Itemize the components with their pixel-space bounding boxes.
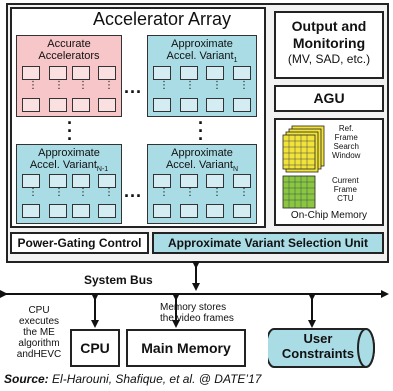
current-frame-line1: Current (332, 176, 359, 185)
source-prefix: Source: (4, 372, 49, 386)
accelerator-cell (206, 66, 224, 80)
accelerator-cell (206, 174, 224, 188)
accelerator-cell (72, 66, 90, 80)
cpu-note-line1: CPU (28, 305, 50, 316)
variantN1-subscript: N-1 (96, 166, 109, 174)
accelerator-cell (72, 98, 90, 112)
cpu-note-line5: andHEVC (16, 349, 62, 360)
ref-frame-line2: Frame (334, 133, 358, 142)
ref-frame-line3: Search (333, 142, 359, 151)
output-title-line2: Monitoring (292, 35, 366, 51)
accelerator-cell (206, 204, 224, 218)
cpu-note-line4: algorithm (18, 338, 60, 349)
approx-variant-n: Approximate Accel. VariantN ⋮ ⋮ ⋮ ⋮ (147, 144, 257, 224)
cpu-note: CPU executes the ME algorithm andHEVC (12, 305, 66, 360)
reference-frame-stack (282, 125, 325, 173)
accelerator-cell (233, 66, 251, 80)
memory-note-line2: the video frames (160, 313, 234, 324)
variantN-label-line1: Approximate (171, 147, 233, 159)
user-constraints-line1: User (303, 331, 333, 346)
accelerator-cell (98, 66, 116, 80)
approx-variant-n-minus-1: Approximate Accel. VariantN-1 ⋮ ⋮ ⋮ ⋮ (16, 144, 122, 224)
ref-frame-line4: Window (332, 151, 361, 160)
memory-note: Memory stores the video frames (160, 302, 260, 324)
accelerator-cell (22, 98, 40, 112)
accelerator-cell (233, 174, 251, 188)
power-gating-control: Power-Gating Control (10, 232, 149, 254)
cpu-note-line3: the ME (23, 327, 55, 338)
user-constraints-label: User Constraints (270, 331, 366, 361)
source-text: El-Harouni, Shafique, et al. @ DATE’17 (48, 372, 262, 386)
memory-note-line1: Memory stores (160, 302, 227, 313)
output-monitoring-box: Output and Monitoring (MV, SAD, etc.) (274, 11, 384, 79)
current-frame-line2: Frame (333, 185, 357, 194)
accelerator-cell (98, 204, 116, 218)
source-caption: Source: El-Harouni, Shafique, et al. @ D… (4, 372, 261, 386)
accelerator-cell (233, 204, 251, 218)
horizontal-ellipsis: ... (124, 181, 143, 201)
accelerator-cell (22, 66, 40, 80)
accelerator-cell (72, 174, 90, 188)
vertical-ellipsis: ··· (67, 113, 73, 149)
variant1-label-line1: Approximate (171, 38, 233, 50)
variant1-label-line2: Accel. Variant (166, 50, 234, 62)
agu-box: AGU (274, 85, 384, 112)
accelerator-cell (49, 174, 67, 188)
accelerator-cell (49, 66, 67, 80)
accelerator-cell (153, 66, 171, 80)
accelerator-cell (49, 204, 67, 218)
cpu-box: CPU (70, 329, 120, 367)
memory-stack-graphic (282, 125, 325, 209)
accelerator-cell (49, 98, 67, 112)
accelerator-cell (180, 98, 198, 112)
accelerator-cell (98, 174, 116, 188)
accelerator-cell (22, 204, 40, 218)
horizontal-ellipsis: ... (124, 77, 143, 97)
approx-variant-selection-unit: Approximate Variant Selection Unit (152, 232, 384, 254)
accurate-label-line1: Accurate (47, 38, 91, 50)
accelerator-cell (180, 174, 198, 188)
accelerator-cell (153, 174, 171, 188)
system-bus-label: System Bus (84, 273, 153, 287)
output-title-line1: Output and (291, 18, 367, 34)
accelerator-cell (98, 98, 116, 112)
user-constraints-cylinder (268, 328, 375, 368)
current-frame-grid (282, 175, 316, 209)
variantN-label-line2: Accel. Variant (165, 159, 233, 171)
main-memory-box: Main Memory (126, 329, 246, 367)
on-chip-memory-label: On-Chip Memory (290, 210, 368, 221)
cpu-note-line2: executes (18, 316, 60, 327)
current-frame-line3: CTU (337, 194, 354, 203)
variantN-subscript: N (233, 166, 239, 174)
user-constraints-line2: Constraints (281, 346, 355, 361)
accelerator-cell (180, 66, 198, 80)
on-chip-memory: Ref. Frame Search Window Current Frame C… (274, 118, 384, 226)
output-subtitle: (MV, SAD, etc.) (287, 52, 371, 66)
variantN1-label-line2: Accel. Variant (29, 159, 97, 171)
ref-frame-line1: Ref. (338, 124, 354, 133)
accurate-label-line2: Accelerators (38, 50, 100, 62)
variant1-subscript: 1 (233, 57, 238, 65)
variantN1-label-line1: Approximate (38, 147, 100, 159)
accelerator-cell (180, 204, 198, 218)
vertical-ellipsis: ··· (198, 113, 204, 149)
accelerator-cell (206, 98, 224, 112)
accelerator-cell (72, 204, 90, 218)
approx-variant-1: Approximate Accel. Variant1 ⋮ ⋮ ⋮ ⋮ (147, 35, 257, 117)
accelerator-array-title: Accelerator Array (92, 9, 232, 29)
accelerator-cell (233, 98, 251, 112)
accelerator-cell (22, 174, 40, 188)
accelerator-cell (153, 98, 171, 112)
accurate-accelerators: Accurate Accelerators ⋮ ⋮ ⋮ ⋮ (16, 35, 122, 117)
accelerator-cell (153, 204, 171, 218)
